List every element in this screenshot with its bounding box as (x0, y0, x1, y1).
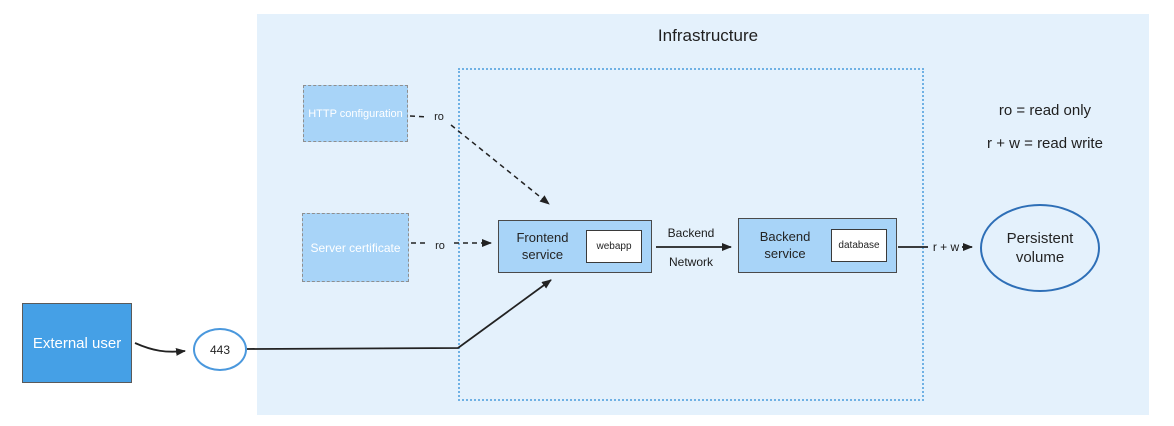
node-http-configuration-label: HTTP configuration (308, 107, 403, 120)
node-port-443: 443 (193, 328, 247, 371)
legend-read-only: ro = read only (998, 102, 1092, 119)
edge-label-network: Network (668, 255, 714, 269)
legend-read-write: r + w = read write (987, 135, 1103, 152)
edge-label-ro-cert: ro (435, 240, 445, 252)
node-persistent-volume: Persistent volume (980, 204, 1100, 292)
node-port-443-label: 443 (209, 342, 231, 357)
node-server-certificate-label: Server certificate (310, 240, 401, 255)
node-http-configuration: HTTP configuration (303, 85, 408, 142)
node-external-user-label: External user (32, 334, 122, 352)
edge-label-read-write: r + w (932, 240, 960, 254)
edge-label-backend: Backend (667, 226, 715, 240)
legend: ro = read only r + w = read write (955, 102, 1135, 168)
node-server-certificate: Server certificate (302, 213, 409, 282)
diagram-title: Infrastructure (657, 26, 759, 45)
node-database: database (831, 229, 887, 262)
node-external-user: External user (22, 303, 132, 383)
node-frontend-service: Frontend service webapp (498, 220, 652, 273)
node-webapp: webapp (586, 230, 642, 263)
edge-label-ro-http: ro (434, 111, 444, 123)
node-backend-service: Backend service database (738, 218, 897, 273)
node-persistent-volume-label: Persistent volume (1006, 229, 1074, 267)
node-frontend-service-label: Frontend service (516, 230, 569, 262)
node-backend-service-label: Backend service (759, 229, 811, 261)
network-boundary (458, 68, 924, 401)
arrow-external-to-port (134, 342, 186, 356)
